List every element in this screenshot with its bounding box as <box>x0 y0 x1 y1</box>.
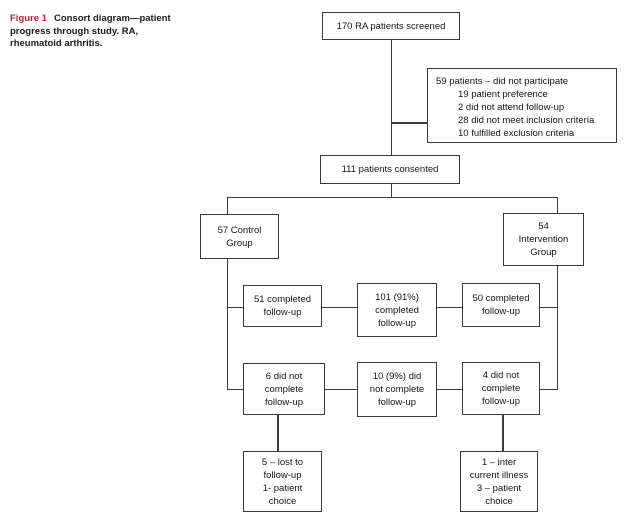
node-text: follow-up <box>377 317 417 329</box>
node-intervention-completed: 50 completed follow-up <box>462 283 540 327</box>
node-text: current illness <box>469 469 529 481</box>
node-text: choice <box>268 495 297 507</box>
connector-branch-groups <box>226 196 558 198</box>
node-intervention-not-completed: 4 did not complete follow-up <box>462 362 540 415</box>
node-did-not-participate: 59 patients – did not participate 19 pat… <box>427 68 617 143</box>
node-text: follow-up <box>264 396 304 408</box>
node-text: follow-up <box>481 396 521 407</box>
connector-consented-stub <box>390 183 392 197</box>
connector-ctrl-completed-to-total <box>322 306 357 308</box>
node-text: 50 completed <box>472 293 530 304</box>
node-total-not-completed: 10 (9%) did not complete follow-up <box>357 362 437 417</box>
connector-int-completed-to-spine <box>540 306 557 308</box>
node-text: 2 did not attend follow-up <box>458 102 565 113</box>
node-text: 4 did not <box>482 370 520 381</box>
node-text: 6 did not <box>265 370 303 382</box>
node-text: not complete <box>369 384 425 395</box>
node-text: Intervention <box>518 234 569 245</box>
node-text: 59 patients – did not participate <box>436 76 569 87</box>
node-text: 54 <box>538 221 549 232</box>
node-intervention-dropout-reasons: 1 – inter current illness 3 – patient ch… <box>460 451 538 512</box>
figure-label: Figure 1 <box>10 13 47 24</box>
node-text: Group <box>226 237 253 249</box>
connector-intervention-spine <box>556 266 558 390</box>
node-text: 111 patients consented <box>341 164 439 175</box>
node-text: complete <box>481 383 521 394</box>
node-text: 51 completed <box>253 294 312 305</box>
node-text: follow-up <box>263 307 302 318</box>
connector-total-to-int-notcompleted <box>437 388 462 390</box>
connector-int-notcompleted-to-reasons <box>502 415 504 451</box>
node-text: 57 Control <box>217 224 262 236</box>
node-patients-consented: 111 patients consented <box>320 155 460 184</box>
node-text: 10 fulfilled exclusion criteria <box>458 128 575 139</box>
node-patients-screened: 170 RA patients screened <box>322 12 460 40</box>
node-text: 5 – lost to <box>261 456 304 468</box>
connector-control-spine <box>226 259 228 390</box>
connector-ctrl-notcompleted-to-total <box>325 388 357 390</box>
node-text: choice <box>485 495 513 507</box>
node-control-group: 57 Control Group <box>200 214 279 259</box>
node-text: 19 patient preference <box>458 89 548 100</box>
node-text: 3 – patient <box>476 482 522 494</box>
connector-int-notcompleted-to-spine <box>540 388 557 390</box>
node-text: 101 (91%) <box>375 291 419 303</box>
node-text: 170 RA patients screened <box>336 20 446 32</box>
node-text: complete <box>264 383 304 395</box>
connector-branch-to-intervention <box>556 197 558 214</box>
connector-total-to-int-completed <box>437 306 462 308</box>
node-text: follow-up <box>377 397 417 408</box>
node-text: Group <box>530 247 557 258</box>
node-control-dropout-reasons: 5 – lost to follow-up 1- patient choice <box>243 451 322 512</box>
node-control-completed: 51 completed follow-up <box>243 285 322 327</box>
connector-to-did-not-participate <box>391 122 427 124</box>
node-intervention-group: 54 Intervention Group <box>503 213 584 266</box>
node-text: 1- patient <box>262 482 303 494</box>
node-text: 10 (9%) did <box>372 371 422 382</box>
node-text: 1 – inter <box>481 456 517 468</box>
connector-screened-to-consented <box>390 40 392 155</box>
node-text: follow-up <box>481 306 521 317</box>
connector-spine-to-ctrl-completed <box>227 306 243 308</box>
node-text: follow-up <box>263 469 302 481</box>
connector-ctrl-notcompleted-to-reasons <box>277 415 279 451</box>
node-total-completed: 101 (91%) completed follow-up <box>357 283 437 337</box>
node-text: 28 did not meet inclusion criteria <box>458 115 595 126</box>
connector-branch-to-control <box>226 197 228 215</box>
node-text: completed <box>375 304 419 316</box>
node-control-not-completed: 6 did not complete follow-up <box>243 363 325 415</box>
figure-caption-text: Consort diagram—patient progress through… <box>10 13 171 49</box>
connector-spine-to-ctrl-notcompleted <box>227 388 243 390</box>
